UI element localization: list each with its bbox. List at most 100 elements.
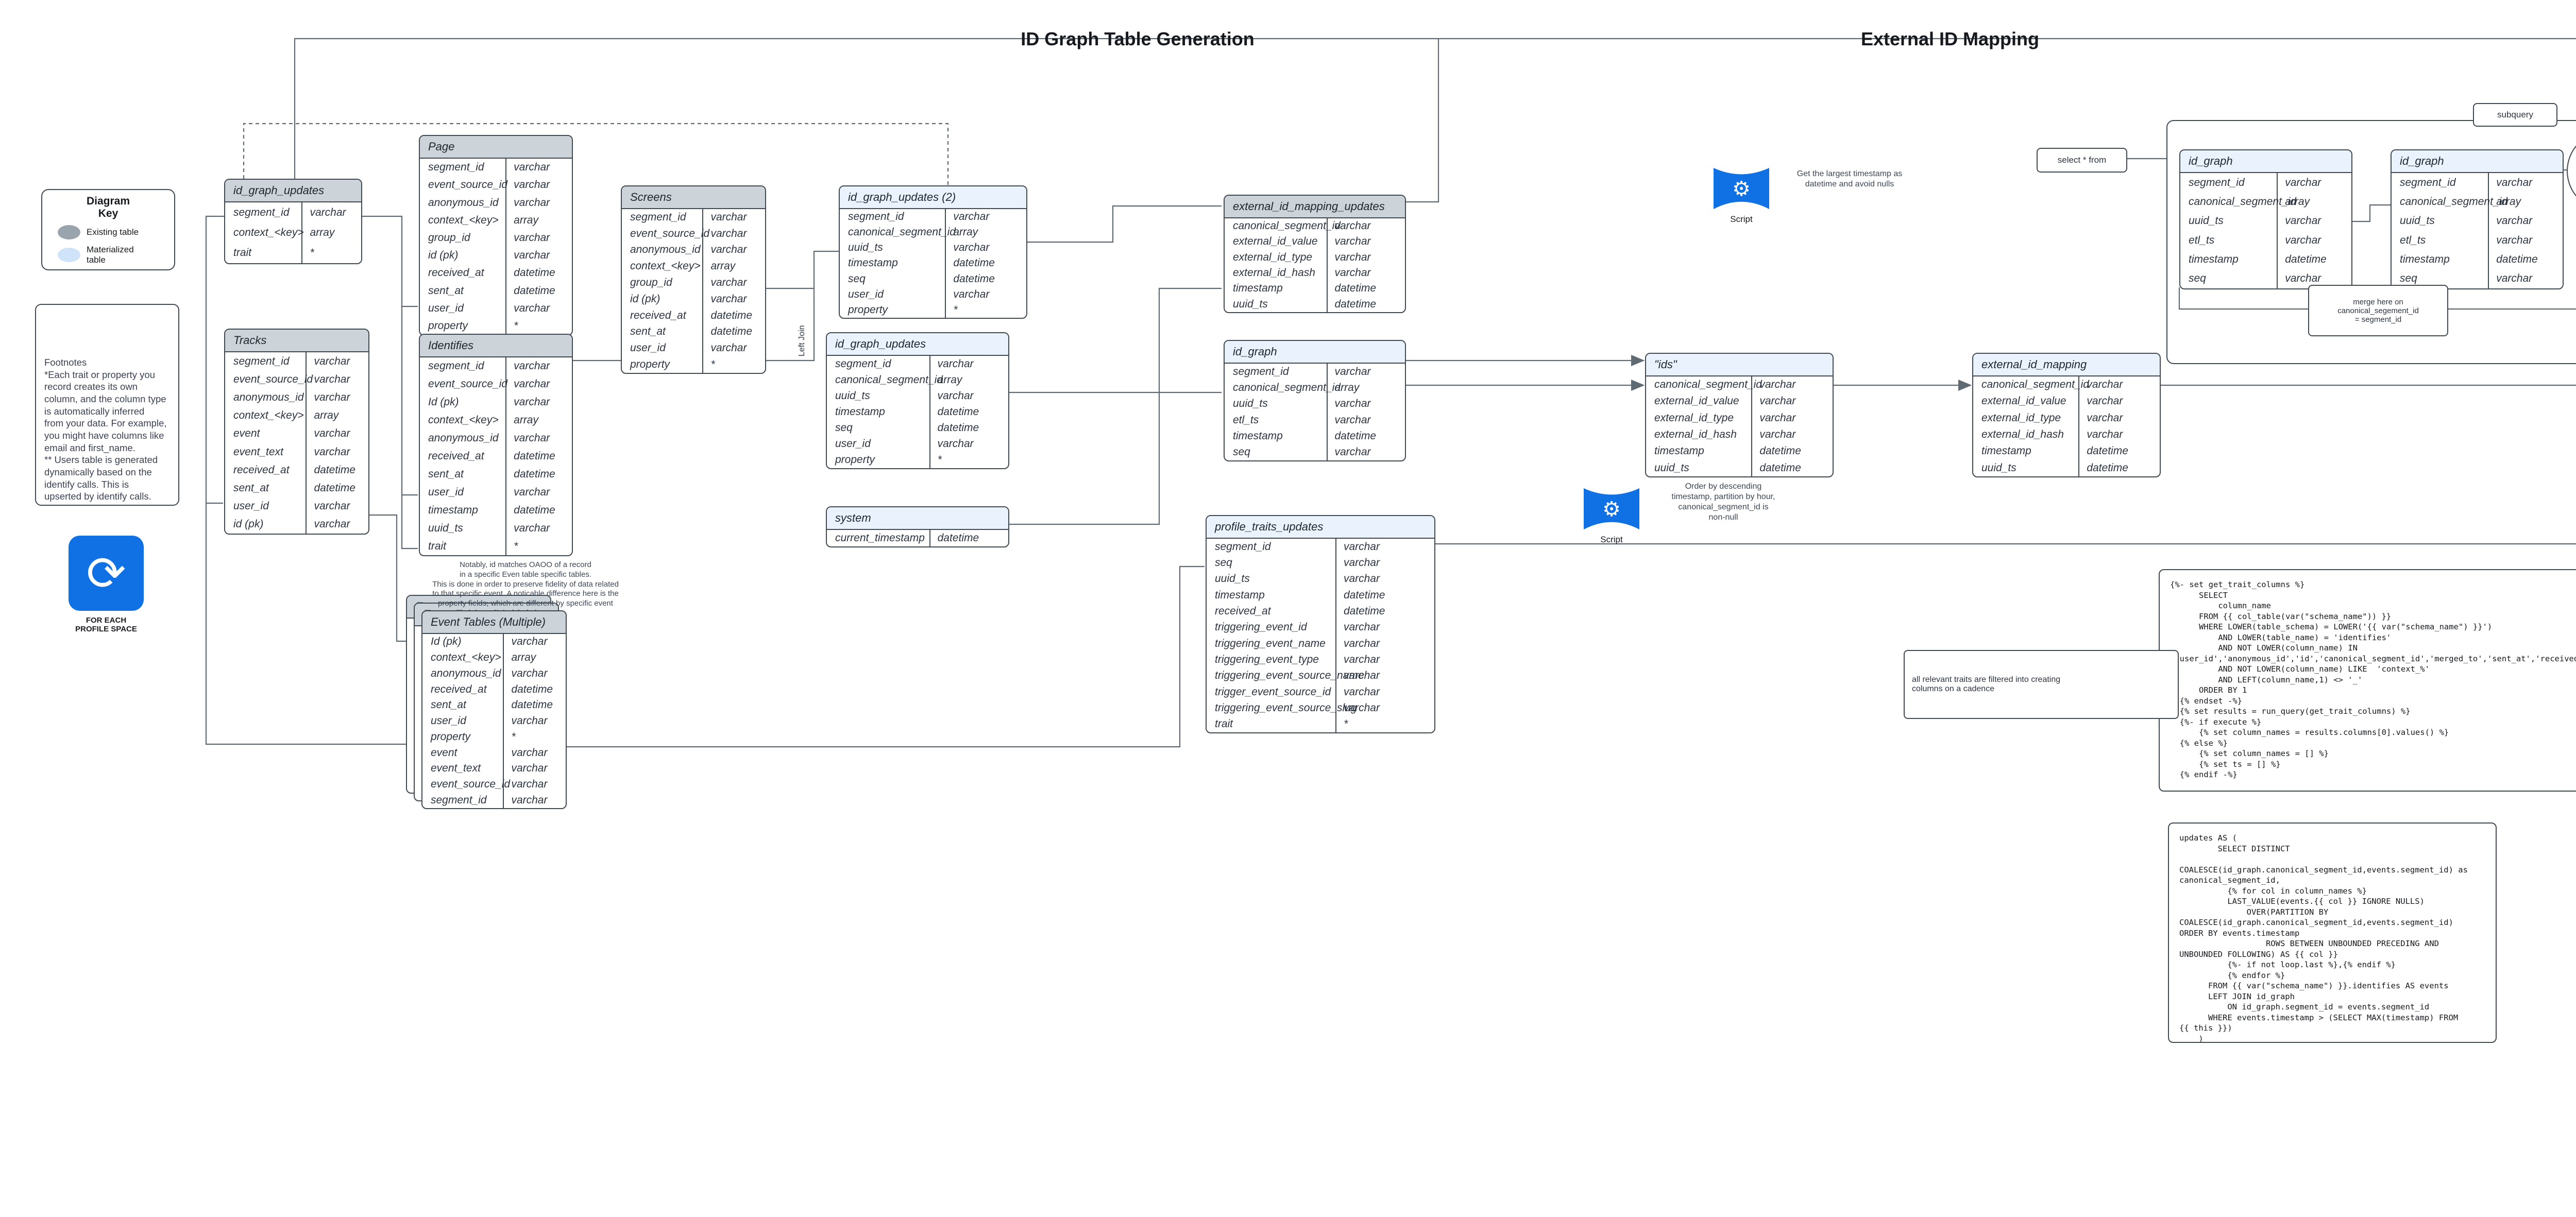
column-name: uuid_ts [1973,459,2080,476]
gear-icon: ⚙ [1602,498,1621,521]
column-name: id (pk) [225,515,307,534]
column-name: user_id [420,483,507,502]
column-type: array [2496,195,2521,208]
column-name: received_at [420,447,507,466]
script-2-label: Script [1600,535,1623,544]
column-type: varchar [710,277,747,289]
column-name: seq [2180,269,2278,288]
script-1-icon[interactable]: ⚙ [1711,164,1771,213]
column-type: datetime [937,405,979,418]
column-type: varchar [514,360,550,372]
column-name: event_source_id [420,176,507,194]
script-2-icon[interactable]: ⚙ [1582,484,1641,534]
column-name: property [827,452,930,468]
column-name: sent_at [622,323,704,340]
column-name: canonical_segment_id [1646,376,1762,393]
table-title: system [827,507,1008,530]
column-name: sent_at [422,697,504,713]
column-name: event_source_id [225,370,313,389]
column-type: varchar [511,794,548,806]
column-name: seq [827,420,930,436]
traits-note[interactable]: all relevant traits are filtered into cr… [1904,650,2179,719]
column-type: datetime [1343,589,1385,601]
column-name: anonymous_id [422,665,504,682]
column-type: datetime [1334,430,1377,442]
column-type: array [314,409,339,422]
column-name: timestamp [2392,250,2489,269]
column-name: trait [1207,716,1336,732]
column-name: anonymous_id [622,242,704,259]
column-type: varchar [710,211,747,223]
table-row: context_<key>array [225,222,361,243]
edge-30 [205,215,224,504]
column-type: datetime [1759,445,1801,457]
column-type: varchar [514,522,550,534]
column-name: canonical_segment_id [1225,218,1341,234]
column-name: timestamp [840,255,946,271]
select-from[interactable]: select * from [2037,148,2127,173]
column-name: event_source_id [622,225,709,242]
column-name: sent_at [225,479,307,498]
table-row: Id (pk)varchar [420,393,572,412]
column-name: canonical_segment_id [827,372,943,388]
existing-table-label: Existing table [87,227,139,237]
column-name: context_<key> [225,222,304,243]
column-name: segment_id [1207,539,1336,555]
merge-note[interactable]: merge here on canonical_segement_id = se… [2308,285,2448,336]
subquery-label[interactable]: subquery [2473,103,2557,127]
column-name: uuid_ts [1225,396,1328,412]
refresh-cycle-icon: ⟳ [69,536,144,611]
sql-updates[interactable]: updates AS ( SELECT DISTINCT COALESCE(id… [2168,822,2497,1043]
sql-get-trait-columns[interactable]: {%- set get_trait_columns %} SELECT colu… [2159,569,2576,792]
table-title: id_graph_updates (2) [840,186,1026,209]
table-title: "ids" [1646,354,1833,376]
table-title: profile_traits_updates [1207,516,1434,539]
materialized-table-swatch [58,248,80,263]
column-name: uuid_ts [2392,211,2489,231]
column-name: event_source_id [422,776,510,793]
column-name: group_id [622,275,704,291]
table-title: Page [420,136,572,159]
note-largest-ts: Get the largest timestamp as datetime an… [1797,169,1903,188]
